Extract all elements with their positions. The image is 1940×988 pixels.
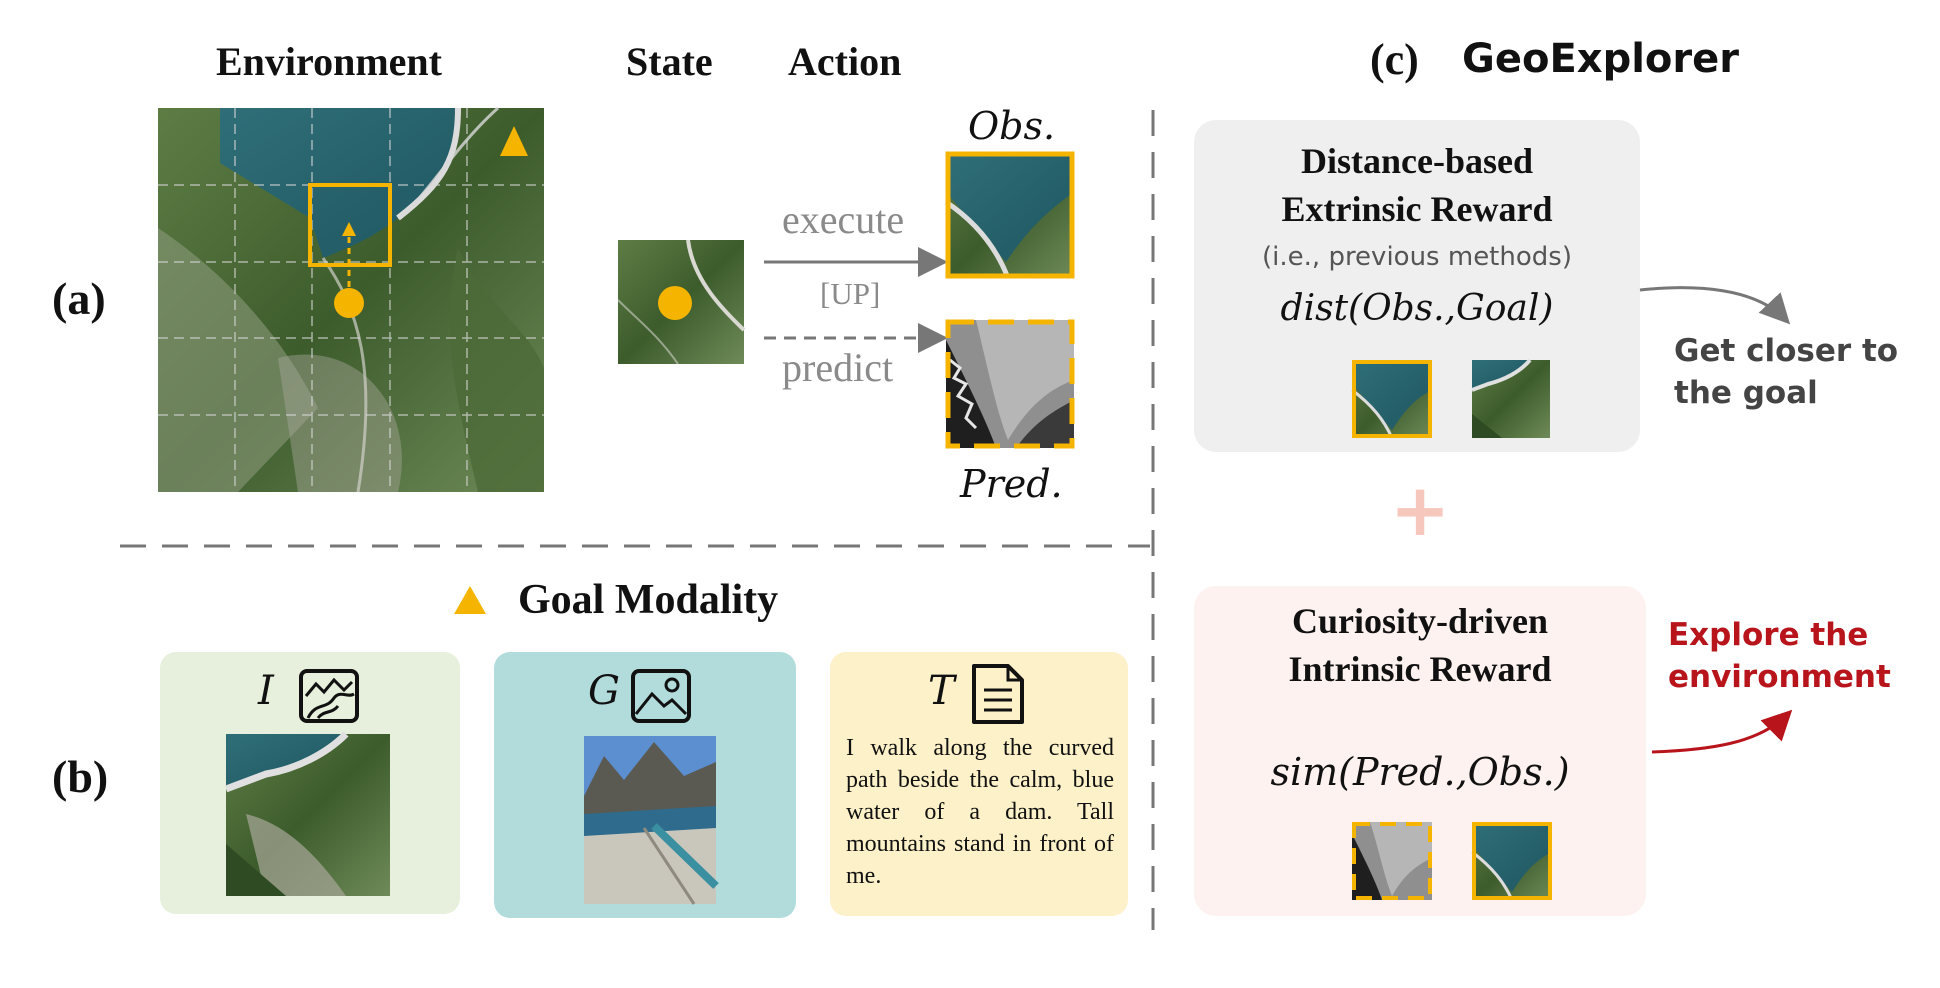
extrinsic-goal-thumb xyxy=(1472,360,1550,438)
goal-card-image-letter: I xyxy=(258,668,274,714)
intrinsic-outcome: Explore the environment xyxy=(1668,614,1918,698)
goal-modality-title: Goal Modality xyxy=(518,576,778,624)
picture-icon xyxy=(630,668,692,724)
panel-b-label: (b) xyxy=(52,750,108,803)
extrinsic-note: (i.e., previous methods) xyxy=(1194,242,1640,272)
intrinsic-title-line2: Intrinsic Reward xyxy=(1194,646,1646,692)
goal-text-description: I walk along the curved path beside the … xyxy=(846,732,1114,892)
extrinsic-outcome: Get closer to the goal xyxy=(1674,330,1904,414)
intrinsic-formula: sim(Pred.,Obs.) xyxy=(1194,750,1646,794)
intrinsic-arrow xyxy=(1648,700,1808,760)
panel-c-label: (c) xyxy=(1370,34,1419,85)
intrinsic-title-line1: Curiosity-driven xyxy=(1194,598,1646,644)
goal-card-ground-letter: G xyxy=(588,668,620,714)
intrinsic-obs-thumb xyxy=(1472,822,1552,900)
plus-sign: + xyxy=(1380,468,1460,552)
goal-aerial-image xyxy=(226,734,390,896)
extrinsic-obs-thumb xyxy=(1352,360,1432,438)
goal-triangle-icon xyxy=(452,584,488,616)
extrinsic-formula: dist(Obs.,Goal) xyxy=(1194,288,1640,329)
intrinsic-pred-thumb xyxy=(1352,822,1432,900)
extrinsic-title-line1: Distance-based xyxy=(1194,138,1640,184)
goal-card-text-letter: T xyxy=(928,668,955,714)
goal-ground-image xyxy=(584,736,716,904)
document-icon xyxy=(970,662,1026,726)
extrinsic-title-line2: Extrinsic Reward xyxy=(1194,186,1640,232)
geoexplorer-title: GeoExplorer xyxy=(1462,36,1739,82)
aerial-map-icon xyxy=(298,668,360,724)
